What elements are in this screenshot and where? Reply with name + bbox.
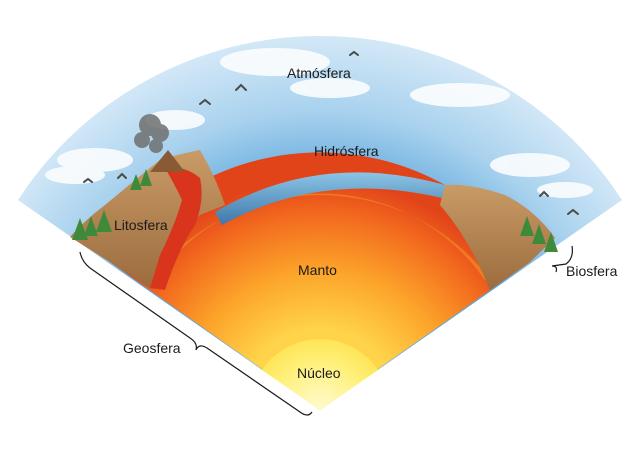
- lava-flow: [150, 167, 202, 290]
- bird-icon: [567, 208, 579, 215]
- tree-icon: [84, 216, 98, 236]
- bird-icon: [117, 172, 127, 179]
- label-litosfera: Litosfera: [114, 217, 168, 233]
- hydrosphere-layer: [215, 172, 450, 225]
- geosfera-bracket: [79, 251, 313, 416]
- bird-icon: [199, 98, 211, 105]
- crust-right: [440, 184, 555, 290]
- tree-icon: [544, 232, 558, 252]
- tree-icon: [140, 169, 152, 186]
- label-hidrosfera: Hidrósfera: [314, 143, 379, 159]
- label-manto: Manto: [298, 262, 337, 278]
- tree-icon: [130, 174, 142, 190]
- label-atmosfera: Atmósfera: [287, 65, 351, 81]
- bird-icon: [83, 177, 93, 183]
- label-biosfera: Biosfera: [566, 263, 618, 279]
- bird-icon: [349, 50, 359, 56]
- tree-icon: [96, 210, 112, 232]
- bird-icon: [235, 83, 247, 91]
- volcano-peak: [150, 150, 185, 172]
- bird-icons: [83, 50, 579, 215]
- label-nucleo: Núcleo: [297, 365, 341, 381]
- volcano-smoke: [134, 114, 169, 153]
- core-layer: [262, 339, 378, 410]
- tree-icon: [532, 224, 546, 244]
- bird-icon: [539, 190, 549, 197]
- tree-icon: [520, 216, 534, 236]
- forest-trees: [72, 169, 558, 252]
- biosfera-bracket: [551, 245, 573, 273]
- mantle-layer: [110, 152, 530, 410]
- tree-icon: [72, 218, 88, 240]
- label-geosfera: Geosfera: [123, 340, 181, 356]
